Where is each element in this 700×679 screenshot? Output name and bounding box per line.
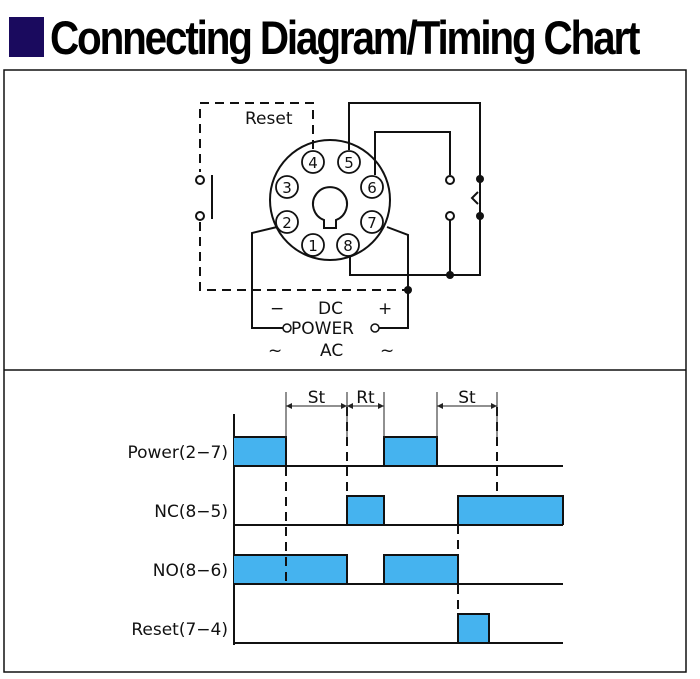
signal-high-pulse	[384, 437, 437, 466]
dc-label: DC	[318, 299, 343, 319]
pin-5-circle	[337, 150, 361, 174]
power-terminal	[370, 323, 380, 333]
signal-high-pulse	[458, 614, 489, 643]
signal-high-pulse	[347, 496, 384, 525]
signal-high-pulse	[458, 496, 563, 525]
pin-2-label: 2	[282, 214, 292, 232]
pin-7-label: 7	[367, 214, 377, 232]
power-terminal	[282, 323, 292, 333]
interval-label: St	[458, 388, 476, 408]
pin-6-label: 6	[367, 179, 377, 197]
contact-terminal	[445, 211, 455, 221]
signal-label: NC(8−5)	[154, 502, 228, 522]
pin-7-circle	[360, 210, 384, 234]
reset-switch-terminal	[195, 211, 205, 221]
wire-pin2	[251, 226, 283, 329]
junction-dot	[446, 271, 454, 279]
contact-terminal	[445, 175, 455, 185]
signal-high-pulse	[234, 437, 286, 466]
signal-high-pulse	[234, 555, 347, 584]
pin-2-circle	[275, 210, 299, 234]
connecting-diagram: 12 34 56 78 Reset − DC + POWER ~ AC ~	[195, 102, 484, 361]
pin-4-label: 4	[308, 154, 318, 172]
wire-pin7	[379, 226, 409, 329]
pin-5-label: 5	[344, 154, 354, 172]
power-label: POWER	[291, 319, 354, 339]
interval-label: Rt	[356, 388, 375, 408]
pin-6-circle	[360, 175, 384, 199]
timing-chart: Power(2−7) NC(8−5) NO(8−6) Reset(7−4) St Rt St	[127, 388, 564, 645]
page-title: Connecting Diagram/Timing Chart	[50, 11, 641, 64]
socket-outline	[269, 139, 391, 261]
reset-switch-terminal	[195, 175, 205, 185]
pin-1-label: 1	[308, 237, 318, 255]
junction-dot	[476, 175, 484, 183]
dc-plus: +	[378, 299, 392, 319]
wire-pin6	[374, 131, 451, 175]
signal-waveform	[234, 554, 563, 585]
reset-label: Reset	[245, 109, 293, 129]
pin-4-circle	[301, 150, 325, 174]
dimension-arrow-icon	[437, 403, 497, 409]
pin-8-label: 8	[343, 237, 353, 255]
signal-high-pulse	[384, 555, 458, 584]
relay-contact-arrow-icon	[470, 191, 479, 205]
header-square-icon	[9, 17, 44, 57]
junction-dot	[404, 286, 412, 294]
interval-label: St	[308, 388, 326, 408]
signal-waveform	[234, 613, 563, 644]
pin-3-circle	[275, 175, 299, 199]
wire-pin5	[348, 102, 481, 276]
pin-1-circle	[301, 233, 325, 257]
signal-label: NO(8−6)	[153, 561, 228, 581]
ac-tilde-right: ~	[380, 341, 394, 361]
signal-label: Reset(7−4)	[131, 620, 228, 640]
reset-wire-return	[199, 222, 408, 291]
reset-wire	[199, 102, 314, 172]
ac-label: AC	[320, 341, 343, 361]
pin-8-circle	[336, 233, 360, 257]
junction-dot	[476, 212, 484, 220]
frame	[3, 69, 687, 673]
ac-tilde-left: ~	[268, 341, 282, 361]
dc-minus: −	[270, 299, 284, 319]
socket-key	[312, 186, 348, 229]
pin-3-label: 3	[282, 179, 292, 197]
signal-label: Power(2−7)	[127, 443, 228, 463]
